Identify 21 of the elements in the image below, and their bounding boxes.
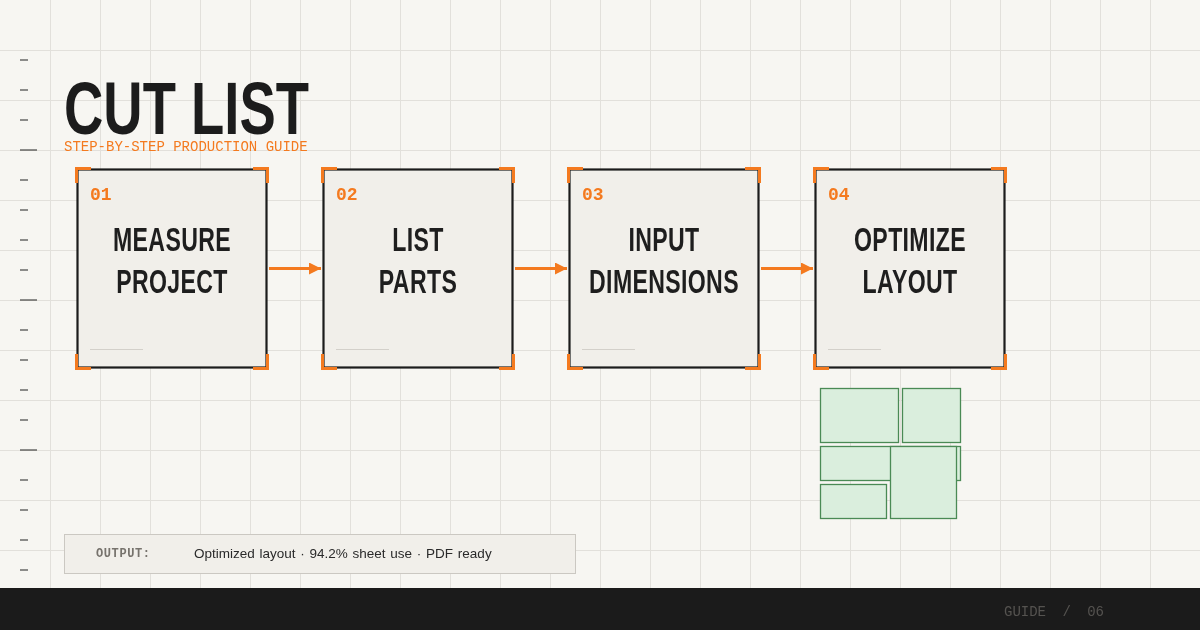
arrow	[761, 262, 813, 275]
title: CUT LIST	[64, 78, 309, 138]
output-bar	[64, 534, 576, 574]
step-number: 01	[90, 186, 112, 204]
step-card	[813, 167, 1007, 370]
step-number: 03	[582, 186, 604, 204]
page-label: GUIDE / 06	[1004, 604, 1104, 620]
step-card	[567, 167, 761, 370]
step-title: OPTIMIZE LAYOUT	[854, 219, 966, 302]
step-number: 04	[828, 186, 850, 204]
arrow	[269, 262, 321, 275]
output-summary: Optimized layout · 94.2% sheet use · PDF ready	[194, 546, 492, 562]
step-title: LIST PARTS	[378, 219, 458, 302]
step-card	[321, 167, 515, 370]
subtitle: STEP-BY-STEP PRODUCTION GUIDE	[64, 139, 308, 154]
step-number: 02	[336, 186, 358, 204]
step-title: MEASURE PROJECT	[113, 219, 231, 302]
step-card	[75, 167, 269, 370]
output-label: OUTPUT:	[96, 547, 151, 561]
step-title: INPUT DIMENSIONS	[589, 219, 739, 302]
arrow	[515, 262, 567, 275]
